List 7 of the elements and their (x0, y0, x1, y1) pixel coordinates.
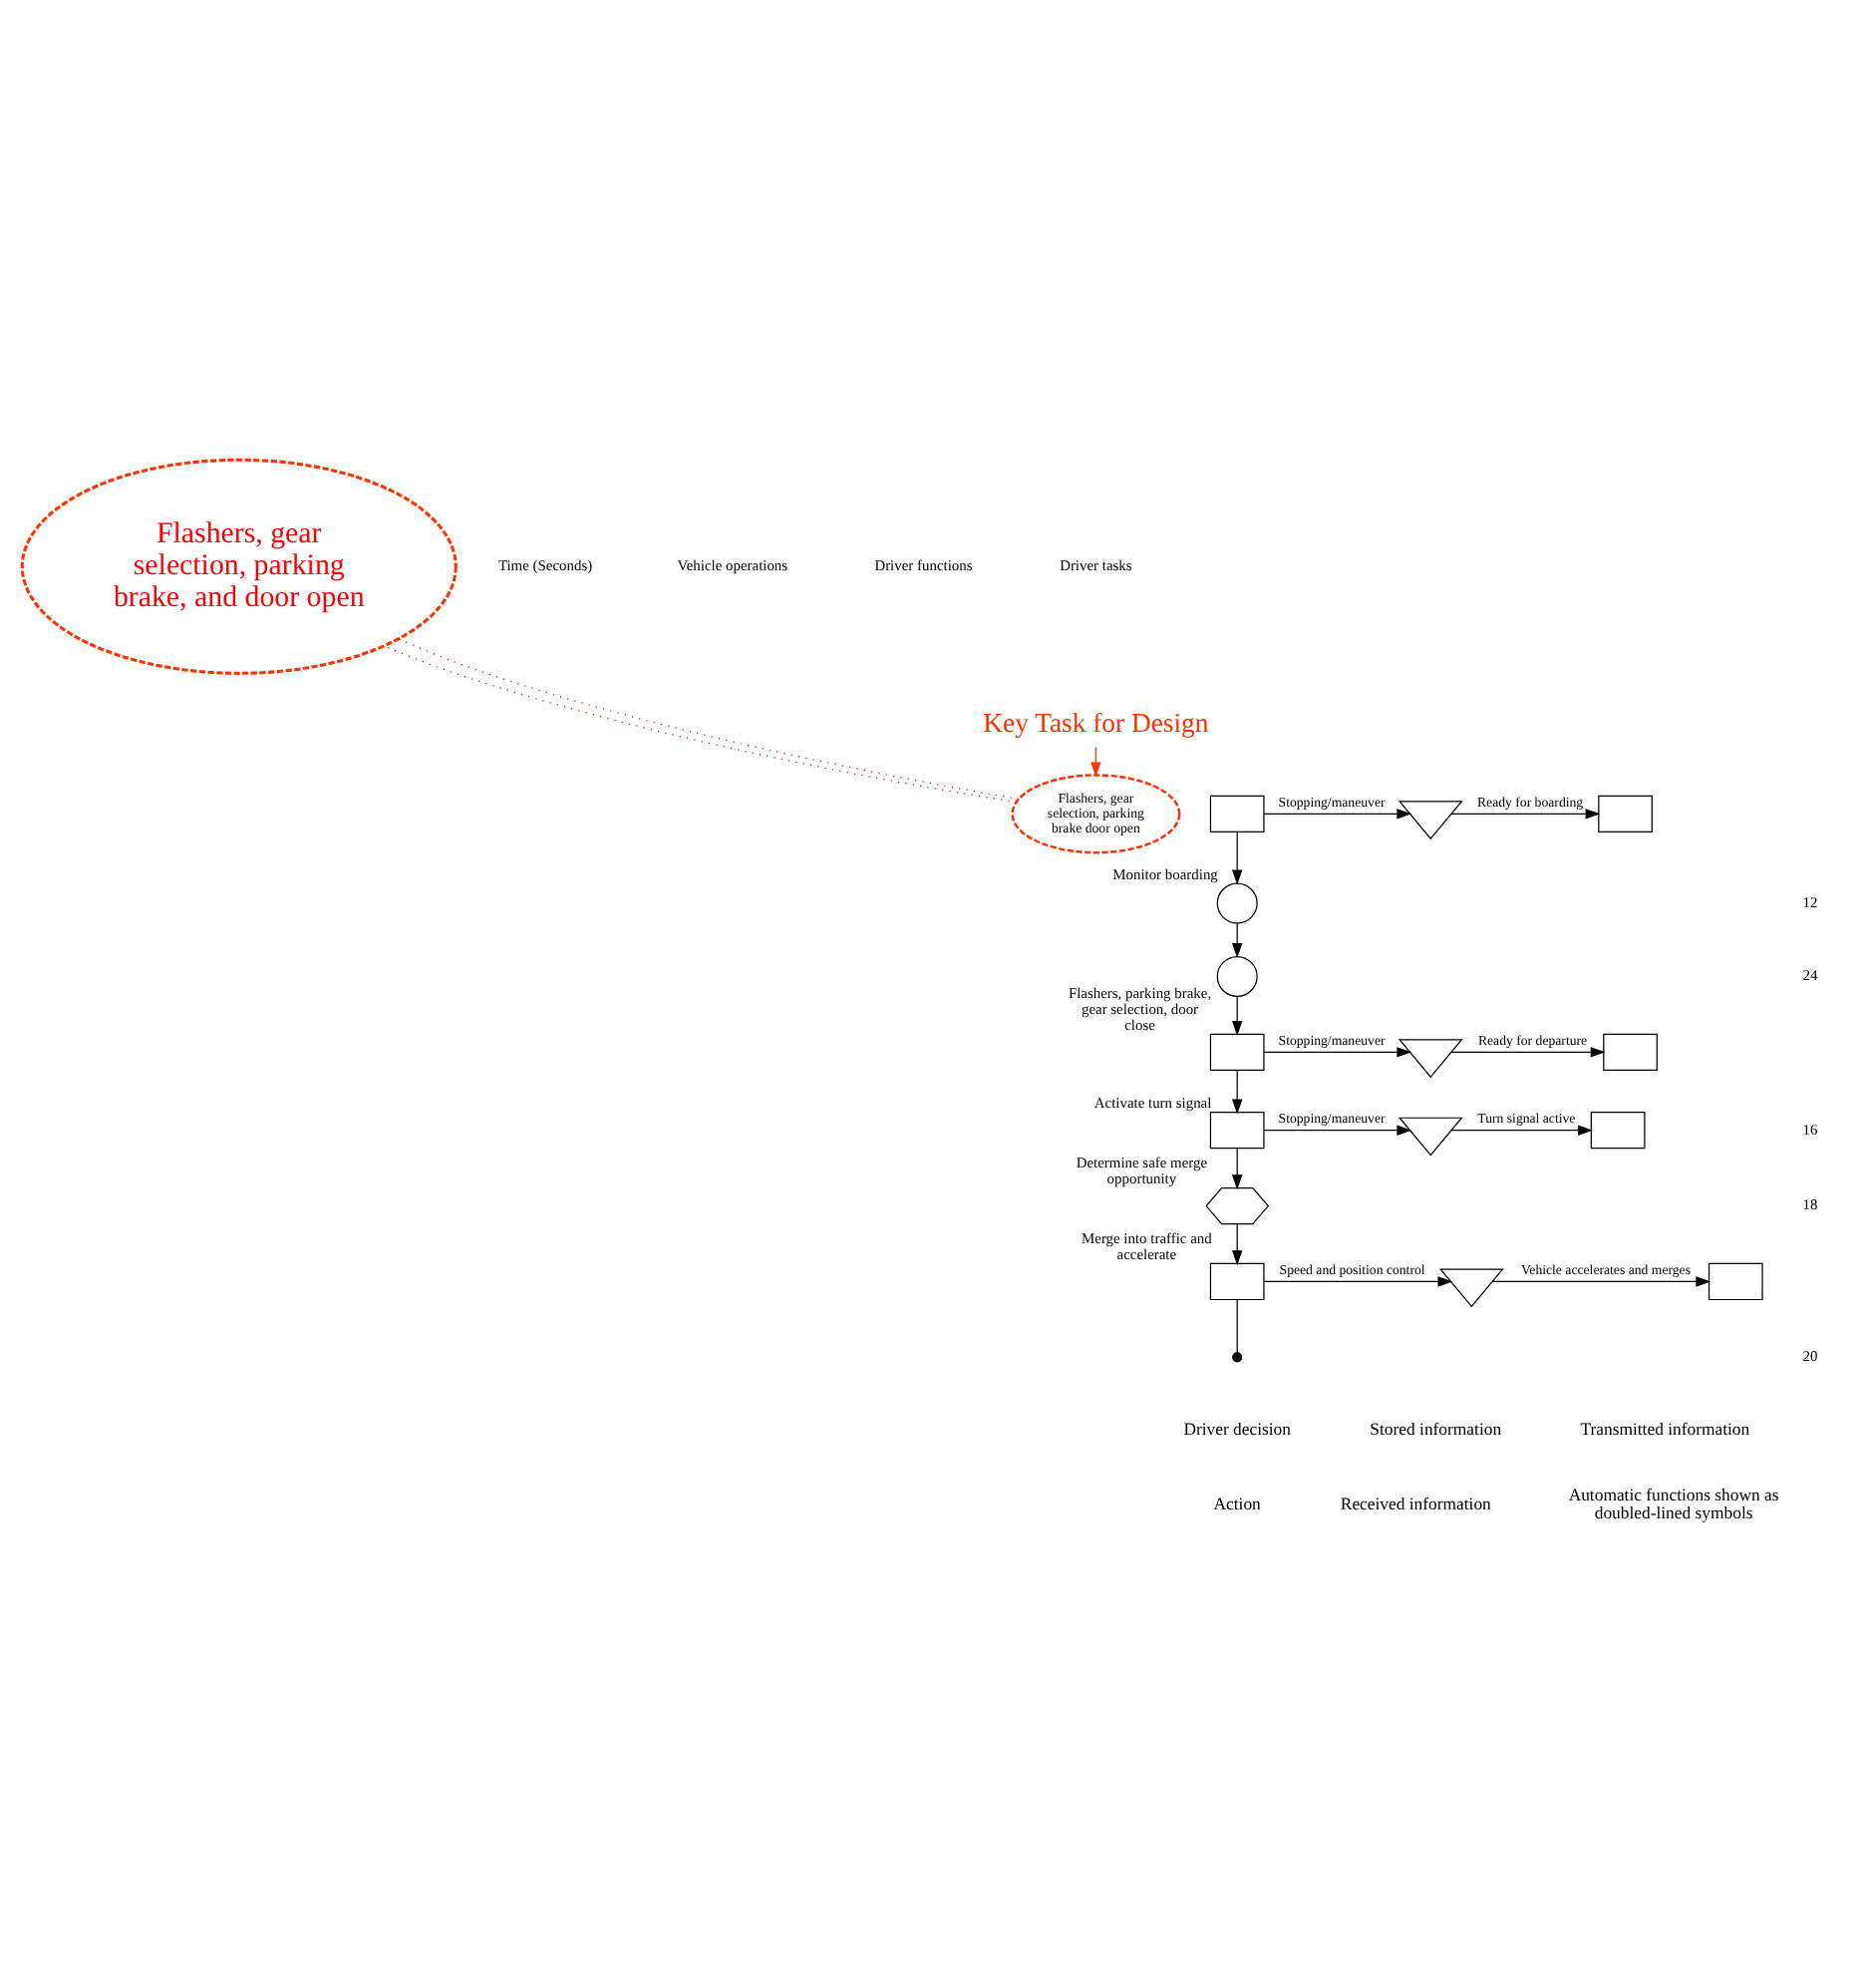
legend-label: Transmitted information (1580, 1419, 1750, 1440)
legend-label: Action (1213, 1492, 1261, 1513)
legend-label: Received information (1340, 1492, 1491, 1513)
node-text: Key Task for Design (983, 707, 1209, 738)
legend-label: Driver decision (1183, 1419, 1291, 1440)
legend-label: Automatic functions shown as doubled-lined symbols (1568, 1484, 1779, 1523)
legend-label: Stored information (1370, 1419, 1502, 1440)
